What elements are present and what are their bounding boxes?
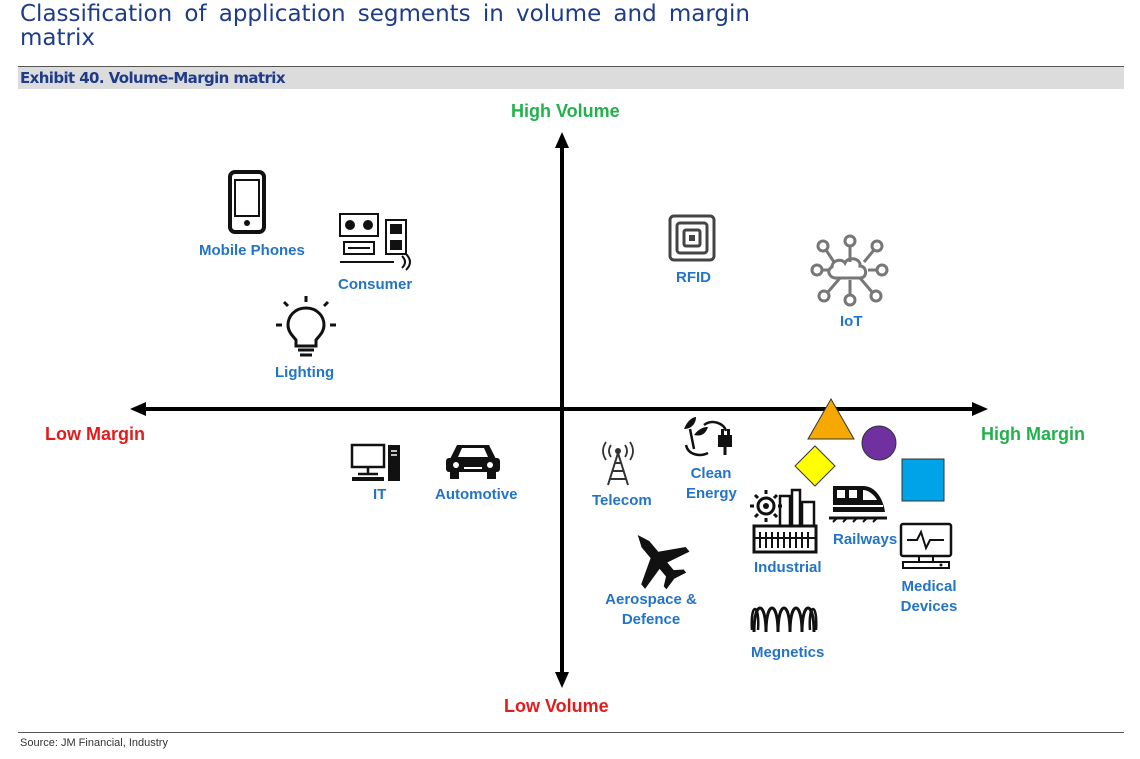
axis-label-low-volume: Low Volume: [504, 696, 609, 716]
page-title: Classification of application segments i…: [20, 1, 750, 51]
marker-circle: [861, 425, 897, 461]
desktop-computer-icon: [350, 443, 400, 481]
segment-label-railways: Railways: [833, 531, 898, 548]
train-icon: [829, 486, 887, 523]
segment-label-medical-devices: Medical Devices: [900, 578, 958, 615]
axis-label-high-volume: High Volume: [511, 101, 620, 121]
mobile-phone-icon: [228, 170, 266, 234]
industrial-factory-icon: [750, 488, 818, 554]
axis-label-high-margin: High Margin: [981, 424, 1085, 444]
segment-label-rfid: RFID: [676, 269, 711, 286]
iot-cloud-network-icon: [810, 234, 889, 307]
segment-label-clean-energy: Clean Energy: [686, 465, 737, 502]
medical-monitor-icon: [899, 522, 953, 569]
segment-label-consumer: Consumer: [338, 276, 413, 293]
exhibit-bar: Exhibit 40. Volume-Margin matrix: [18, 66, 1124, 89]
segment-label-automotive: Automotive: [435, 486, 518, 503]
magnetic-coil-icon: [750, 606, 818, 633]
marker-square: [901, 458, 945, 502]
marker-triangle: [807, 397, 855, 440]
segment-label-iot: IoT: [840, 313, 863, 330]
segment-label-telecom: Telecom: [592, 492, 652, 509]
telecom-tower-icon: [602, 441, 634, 486]
segment-label-it: IT: [373, 486, 387, 503]
source-note: Source: JM Financial, Industry: [20, 737, 168, 749]
segment-label-industrial: Industrial: [754, 559, 822, 576]
segment-label-mobile-phones: Mobile Phones: [199, 242, 305, 259]
clean-energy-icon: [684, 417, 732, 457]
fighter-jet-icon: [637, 535, 690, 590]
consumer-electronics-icon: [339, 213, 411, 271]
light-bulb-icon: [276, 296, 336, 357]
segment-label-magnetics: Megnetics: [751, 644, 825, 661]
axis-label-low-margin: Low Margin: [45, 424, 145, 444]
marker-diamond: [794, 445, 836, 487]
car-icon: [446, 445, 500, 479]
exhibit-label: Exhibit 40. Volume-Margin matrix: [20, 69, 286, 87]
footer-divider: [18, 732, 1124, 733]
segment-label-aerospace-defence: Aerospace & Defence: [605, 591, 697, 628]
rfid-chip-icon: [668, 214, 716, 262]
segment-label-lighting: Lighting: [275, 364, 335, 381]
